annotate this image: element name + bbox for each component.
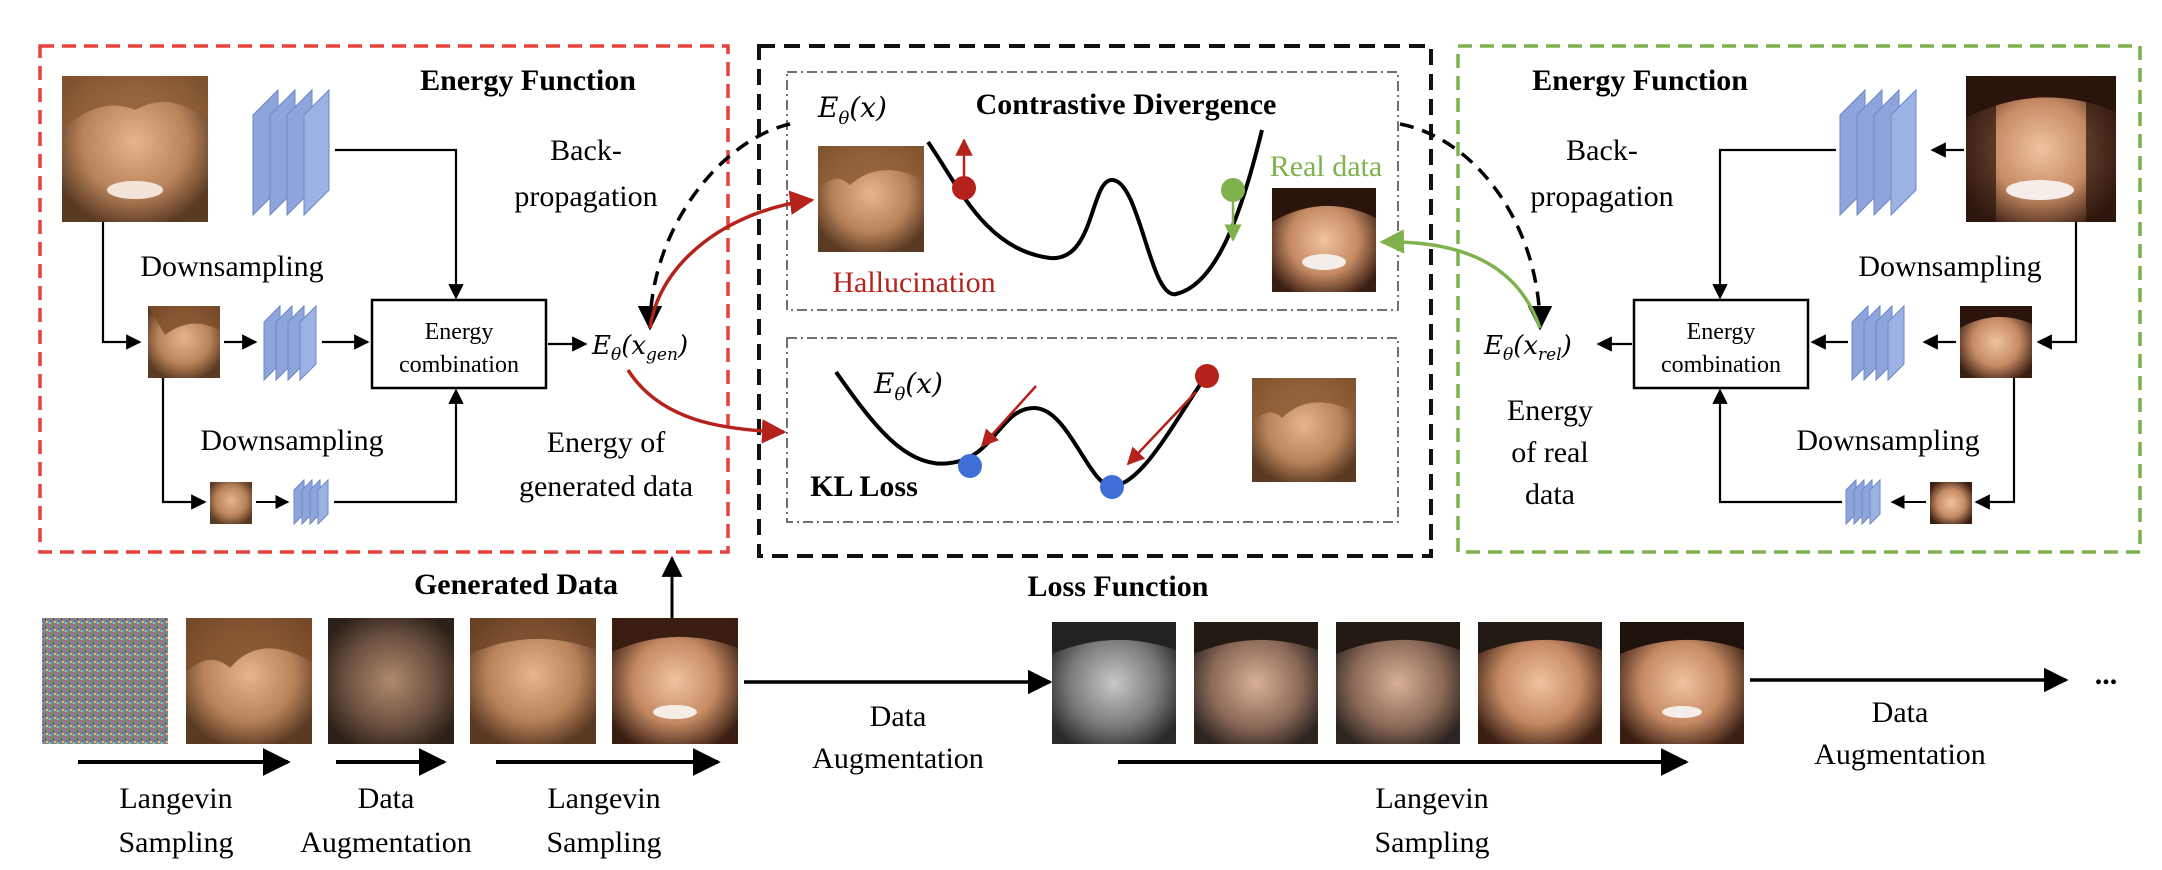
contrastive-divergence-box xyxy=(786,71,1399,311)
left-path-bottom xyxy=(334,388,464,504)
right-down-arrow-1 xyxy=(2036,222,2078,350)
right-real-face-medium xyxy=(1960,306,2032,378)
step2-line1: Data xyxy=(358,782,415,815)
left-downsampling-2-label: Downsampling xyxy=(200,424,383,457)
step1-line2: Sampling xyxy=(118,826,233,859)
right-caption-line2: of real xyxy=(1511,436,1588,469)
ellipsis: ... xyxy=(2095,658,2118,691)
right-cnn-stack-small xyxy=(1845,478,1881,526)
right-downsampling-1-label: Downsampling xyxy=(1858,250,2041,283)
right-energy-rel-symbol: Eθ(xrel) xyxy=(1483,331,1572,365)
left-generated-face-small xyxy=(210,482,252,524)
aug-sample-4 xyxy=(1478,622,1602,744)
right-down-arrow-2 xyxy=(1974,378,2016,510)
gen-sample-4 xyxy=(470,618,596,744)
step3-line1: Langevin xyxy=(547,782,660,815)
loss-function-label: Loss Function xyxy=(1028,570,1209,603)
left-combination-line1: Energy xyxy=(425,319,494,345)
aug-sample-2 xyxy=(1194,622,1318,744)
contrastive-energy-curve xyxy=(926,129,1264,297)
right-aug-line2: Augmentation xyxy=(1814,738,1986,771)
hallucination-face xyxy=(818,146,924,252)
hallucination-dot xyxy=(952,176,976,200)
kl-loss-box xyxy=(786,337,1399,523)
gen-sample-3 xyxy=(328,618,454,744)
right-energy-combination-box xyxy=(1632,298,1810,390)
left-backprop-line1: Back- xyxy=(550,134,622,167)
left-backprop-line2: propagation xyxy=(514,180,657,213)
right-real-face-small xyxy=(1930,482,1972,524)
left-energy-function-title: Energy Function xyxy=(420,64,636,97)
left-energy-gen-symbol: Eθ(xgen) xyxy=(591,331,688,365)
real-to-realface-arrow xyxy=(1379,229,1542,329)
right-caption-line1: Energy xyxy=(1507,394,1593,427)
gen-sample-noise xyxy=(42,618,168,744)
left-generated-face-medium xyxy=(148,306,220,378)
kl-symbol: Eθ(x) xyxy=(873,367,943,405)
left-cnn-stack-medium xyxy=(263,304,317,382)
right-energy-function-title: Energy Function xyxy=(1532,64,1748,97)
aug-sample-1 xyxy=(1052,622,1176,744)
contrastive-symbol: Eθ(x) xyxy=(817,91,887,129)
right-path-top xyxy=(1712,148,1836,300)
step2-line2: Augmentation xyxy=(300,826,472,859)
left-cnn-stack-small xyxy=(293,478,329,526)
right-backprop-line1: Back- xyxy=(1566,134,1638,167)
left-combination-line2: combination xyxy=(399,352,519,378)
left-backprop-arc xyxy=(637,122,791,331)
long-langevin-line2: Sampling xyxy=(1374,826,1489,859)
right-combination-line2: combination xyxy=(1661,352,1781,378)
loss-function-panel xyxy=(757,44,1433,558)
gen-sample-2 xyxy=(186,618,312,744)
real-data-dot xyxy=(1221,178,1245,202)
right-backprop-line2: propagation xyxy=(1530,180,1673,213)
left-path-top xyxy=(335,148,464,300)
real-data-face-center xyxy=(1272,188,1376,292)
right-path-bottom xyxy=(1712,388,1842,504)
step1-line1: Langevin xyxy=(119,782,232,815)
kl-dot-left xyxy=(958,454,982,478)
step3-line2: Sampling xyxy=(546,826,661,859)
right-backprop-arc xyxy=(1399,122,1553,331)
mid-aug-line2: Augmentation xyxy=(812,742,984,775)
left-cnn-stack-large xyxy=(252,88,330,217)
right-combination-line1: Energy xyxy=(1687,319,1756,345)
gen-sample-5 xyxy=(612,618,738,744)
gen-to-kl-arrow xyxy=(626,369,787,444)
right-energy-panel xyxy=(1456,44,2142,554)
kl-energy-curve xyxy=(834,368,1212,489)
left-energy-combination-box xyxy=(370,298,548,390)
left-caption-line2: generated data xyxy=(519,470,693,503)
aug-sample-5 xyxy=(1620,622,1744,744)
right-aug-line1: Data xyxy=(1872,696,1929,729)
kl-red-arrow-right xyxy=(1126,391,1197,466)
left-generated-face-large xyxy=(62,76,208,222)
long-langevin-line1: Langevin xyxy=(1375,782,1488,815)
right-cnn-stack-large xyxy=(1839,88,1917,217)
left-caption-line1: Energy of xyxy=(547,426,666,459)
left-down-arrow-2 xyxy=(161,378,207,510)
left-down-arrow-1 xyxy=(101,222,142,350)
gen-to-hallucination-arrow xyxy=(648,190,815,329)
right-caption-line3: data xyxy=(1525,478,1575,511)
left-downsampling-1-label: Downsampling xyxy=(140,250,323,283)
hallucination-label: Hallucination xyxy=(832,266,995,299)
kl-red-arrow-left xyxy=(980,385,1037,448)
right-real-face-large xyxy=(1966,76,2116,222)
kl-dot-right xyxy=(1100,475,1124,499)
aug-sample-3 xyxy=(1336,622,1460,744)
mid-aug-line1: Data xyxy=(870,700,927,733)
left-energy-panel xyxy=(38,44,730,554)
kl-dot-top xyxy=(1195,364,1219,388)
generated-data-label: Generated Data xyxy=(414,568,618,601)
real-data-label: Real data xyxy=(1270,150,1382,183)
kl-loss-title: KL Loss xyxy=(810,470,918,503)
kl-generated-face xyxy=(1252,378,1356,482)
right-cnn-stack-medium xyxy=(1851,304,1905,382)
right-downsampling-2-label: Downsampling xyxy=(1796,424,1979,457)
contrastive-divergence-title: Contrastive Divergence xyxy=(976,88,1277,121)
